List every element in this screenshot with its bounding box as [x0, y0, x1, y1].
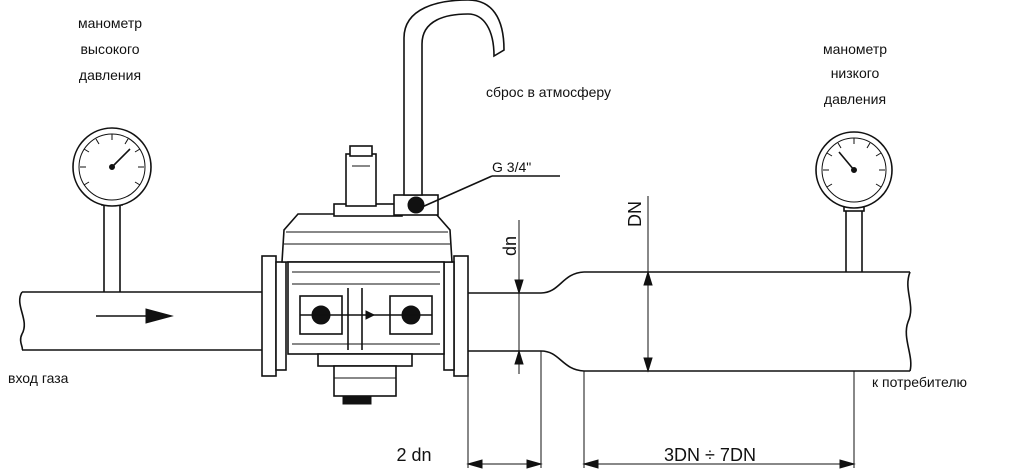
flow-arrow: [96, 308, 174, 324]
diaphragm-housing: [281, 213, 453, 263]
hp-gauge-label-line1: манометр: [78, 15, 142, 31]
high-pressure-gauge: [72, 127, 152, 292]
bottom-plug: [342, 395, 372, 405]
outlet-label: к потребителю: [872, 374, 967, 390]
vent-label: сброс в атмосферу: [486, 84, 611, 100]
small-diameter-dimension: [514, 220, 524, 374]
outlet-flange: [453, 255, 469, 377]
outlet-large-pipe: [584, 271, 912, 372]
upstream-distance-label: 2 dn: [396, 445, 431, 465]
large-diameter-label: DN: [625, 201, 645, 227]
outlet-small-pipe: [468, 292, 541, 352]
lp-gauge-label-line1: манометр: [823, 41, 887, 57]
bottom-housing: [333, 365, 397, 397]
inlet-label: вход газа: [8, 370, 69, 386]
pipe-reducer: [540, 271, 585, 372]
inlet-pipe: [18, 291, 262, 351]
gas-pressure-regulator: [261, 145, 469, 405]
downstream-distance-label: 3DN ÷ 7DN: [664, 445, 756, 465]
upstream-distance-dimension: [466, 459, 543, 469]
thread-label: G 3/4": [492, 159, 531, 175]
lp-gauge-label-line3: давления: [824, 91, 886, 107]
large-diameter-dimension: [643, 196, 653, 373]
spring-tower: [345, 153, 377, 207]
hp-gauge-label-line2: высокого: [80, 41, 139, 57]
lp-gauge-label-line2: низкого: [831, 65, 880, 81]
inlet-flange: [261, 255, 277, 377]
distance-extension-lines: [467, 351, 855, 468]
hp-gauge-ticks: [80, 134, 144, 186]
thread-leader-line: [421, 175, 493, 208]
low-pressure-gauge: [815, 131, 893, 272]
vent-port: [407, 196, 425, 214]
lp-gauge-ticks: [823, 138, 885, 188]
hp-gauge-label-line3: давления: [79, 67, 141, 83]
downstream-distance-dimension: [582, 459, 856, 469]
vent-pipe: [403, 0, 505, 196]
small-diameter-label: dn: [500, 236, 520, 256]
